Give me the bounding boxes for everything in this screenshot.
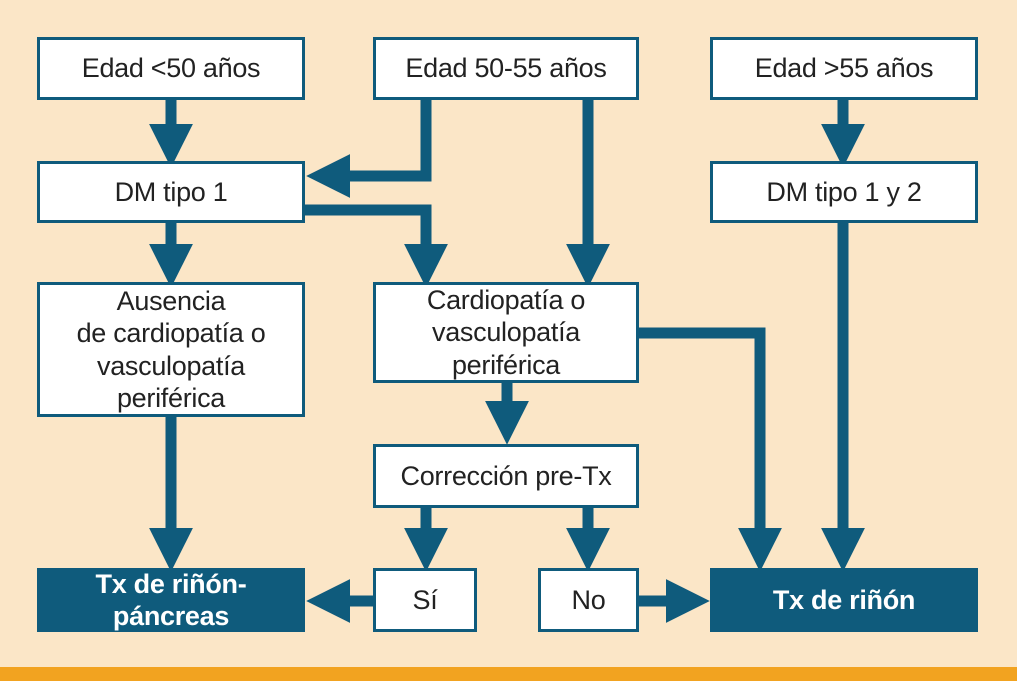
arrow-age-50-55-to-dm1 [306,99,432,198]
arrow-dm1-to-cardio [305,204,448,288]
node-age-lt50: Edad <50 años [37,37,305,100]
node-yes: Sí [373,568,477,632]
node-correction: Corrección pre-Tx [373,444,639,508]
node-age-50-55: Edad 50-55 años [373,37,639,100]
node-kidney: Tx de riñón [710,568,978,632]
node-no-cardio: Ausencia de cardiopatía o vasculopatía p… [37,282,305,417]
node-kidney-pancreas: Tx de riñón-páncreas [37,568,305,632]
accent-bar [0,667,1017,681]
node-dm1: DM tipo 1 [37,161,305,223]
node-age-gt55: Edad >55 años [710,37,978,100]
arrow-cardio-to-kidney [639,327,782,572]
node-dm12: DM tipo 1 y 2 [710,161,978,223]
node-no: No [538,568,639,632]
node-cardio: Cardiopatía o vasculopatía periférica [373,282,639,383]
